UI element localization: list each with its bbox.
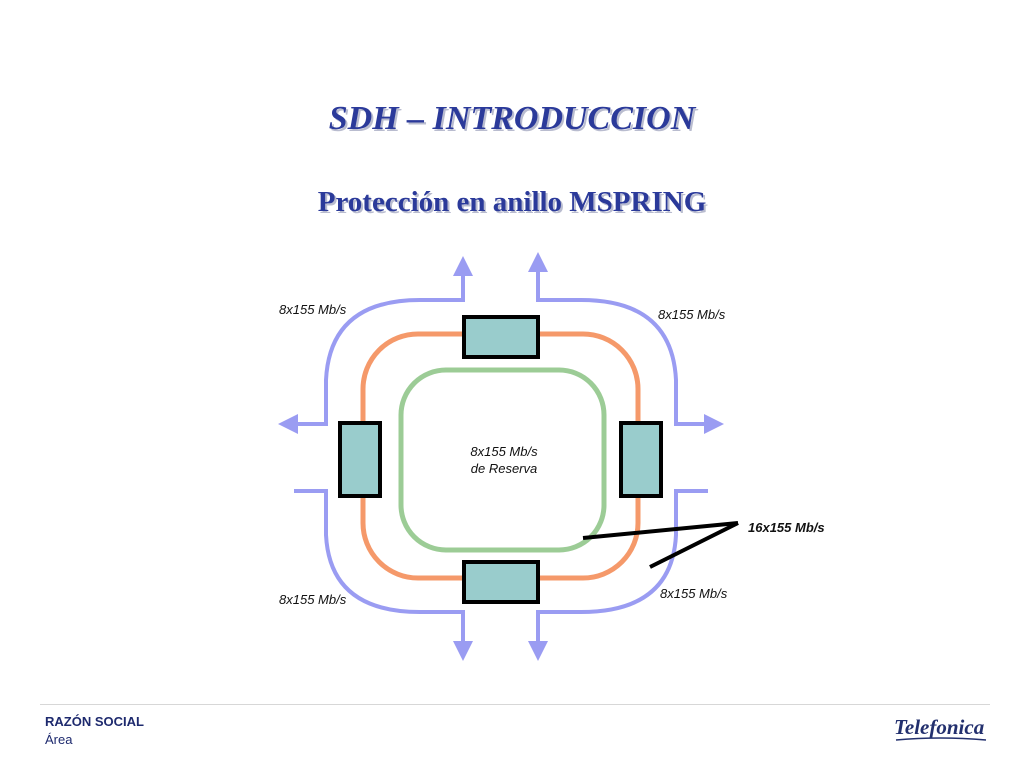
outer-path-bottom-right <box>528 489 708 661</box>
slide-title: SDH – INTRODUCCION <box>328 100 696 137</box>
node-bottom <box>462 560 540 604</box>
label-bottom-right: 8x155 Mb/s <box>660 586 728 601</box>
outer-path-top-right <box>536 278 724 434</box>
logo-swoosh <box>895 737 987 741</box>
center-label-capacity: 8x155 Mb/s <box>470 444 538 459</box>
label-bottom-left: 8x155 Mb/s <box>279 592 347 607</box>
outer-path-top-left <box>278 278 465 434</box>
outer-traffic-paths <box>278 252 724 661</box>
protection-ring <box>398 367 607 553</box>
telefonica-logo-text: Telefonica <box>894 715 984 739</box>
node-top <box>462 315 540 359</box>
callout-pointer <box>582 521 739 569</box>
telefonica-logo: Telefonica <box>894 715 987 741</box>
footer-company: RAZÓN SOCIAL <box>45 714 144 729</box>
callout-label: 16x155 Mb/s <box>748 520 825 535</box>
outer-path-bottom-left <box>294 489 473 661</box>
footer-area: Área <box>45 732 73 747</box>
label-top-right: 8x155 Mb/s <box>658 307 726 322</box>
slide-subtitle: Protección en anillo MSPRING <box>317 186 707 218</box>
label-top-left: 8x155 Mb/s <box>279 302 347 317</box>
footer-divider <box>40 704 990 705</box>
center-label-reserve: de Reserva <box>471 461 537 476</box>
node-left <box>338 421 382 498</box>
node-right <box>619 421 663 498</box>
